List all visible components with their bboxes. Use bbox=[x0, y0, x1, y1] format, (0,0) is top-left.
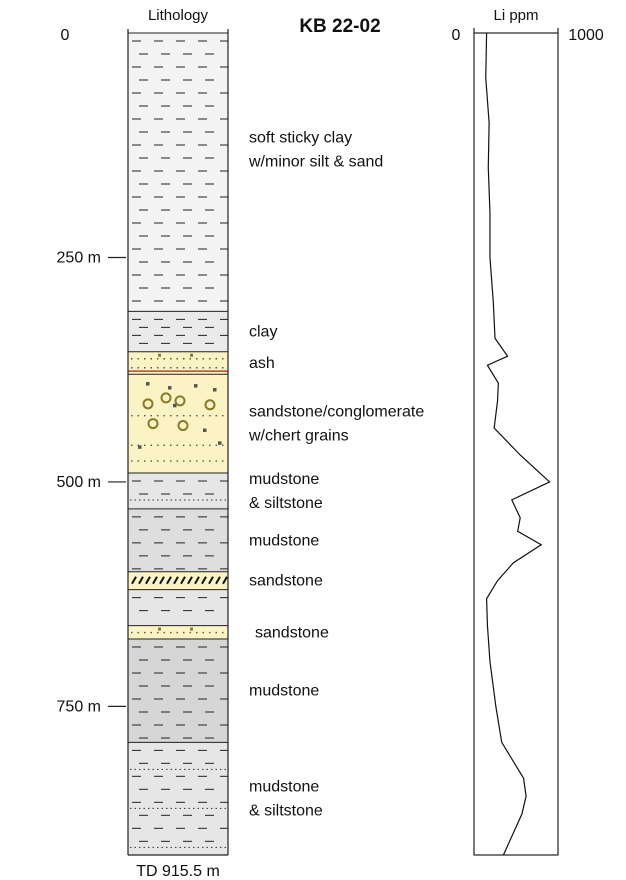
hatch-mark bbox=[166, 576, 172, 585]
unit-pattern-clay bbox=[132, 318, 228, 344]
lithology-column-lines bbox=[127, 29, 229, 856]
unit-label-mudstone-lower: mudstone bbox=[249, 683, 319, 700]
grain-mark bbox=[194, 384, 198, 388]
grain-mark bbox=[213, 388, 217, 392]
grain-mark bbox=[190, 627, 193, 631]
unit-fill-mudstone-thin bbox=[128, 589, 228, 626]
unit-pattern-sandstone-lower bbox=[131, 627, 225, 634]
pebble-mark bbox=[174, 395, 186, 407]
well-title: KB 22-02 bbox=[299, 16, 380, 37]
grain-mark bbox=[218, 441, 222, 445]
unit-label-sandstone-lower: sandstone bbox=[255, 624, 329, 641]
grain-mark bbox=[158, 627, 161, 631]
unit-label-line: & siltstone bbox=[249, 803, 323, 820]
unit-label-mudstone-siltstone-upper: mudstone & siltstone bbox=[249, 471, 323, 512]
unit-fill-soft-sticky-clay bbox=[128, 33, 228, 312]
depth-tick-label: 750 m bbox=[57, 698, 101, 715]
grain-mark bbox=[190, 353, 193, 357]
depth-tick-label: 500 m bbox=[57, 474, 101, 491]
li-axis-min-label: 0 bbox=[452, 27, 461, 44]
unit-pattern-ash bbox=[131, 353, 225, 369]
grain-mark bbox=[138, 445, 142, 449]
hatch-mark bbox=[159, 576, 165, 585]
unit-fill-mudstone-upper bbox=[128, 508, 228, 572]
unit-pattern-sandstone-conglomerate bbox=[131, 382, 225, 462]
pebble-mark bbox=[142, 398, 154, 410]
depth-tick-label: 250 m bbox=[57, 249, 101, 266]
unit-label-mudstone-siltstone-lower: mudstone & siltstone bbox=[249, 779, 323, 820]
pebble-mark bbox=[204, 399, 216, 411]
depth-axis: 0 250 m 500 m 750 m bbox=[57, 27, 126, 715]
unit-fill-mudstone-siltstone-upper bbox=[128, 472, 228, 509]
li-profile-line bbox=[485, 32, 551, 856]
unit-pattern-mudstone-siltstone-lower bbox=[130, 749, 228, 848]
unit-label-line: w/minor silt & sand bbox=[248, 154, 383, 171]
hatch-mark bbox=[222, 576, 228, 585]
hatch-mark bbox=[201, 576, 207, 585]
lithology-patterns bbox=[130, 40, 228, 848]
unit-label-clay: clay bbox=[249, 324, 277, 341]
hatch-mark bbox=[215, 576, 221, 585]
unit-fill-clay bbox=[128, 311, 228, 352]
unit-label-line: sandstone bbox=[249, 573, 323, 590]
unit-label-line: mudstone bbox=[249, 471, 319, 488]
unit-fill-ash bbox=[128, 351, 228, 375]
hatch-mark bbox=[194, 576, 200, 585]
lithology-column-fills bbox=[128, 33, 228, 855]
unit-label-line: & siltstone bbox=[249, 495, 323, 512]
pebble-mark bbox=[177, 420, 189, 432]
unit-label-sandstone-conglomerate: sandstone/conglomerate w/chert grains bbox=[248, 404, 424, 445]
total-depth-label: TD 915.5 m bbox=[136, 863, 220, 880]
unit-label-line: mudstone bbox=[249, 779, 319, 796]
hatch-mark bbox=[131, 576, 137, 585]
unit-label-line: sandstone/conglomerate bbox=[249, 404, 424, 421]
unit-label-mudstone-upper: mudstone bbox=[249, 532, 319, 549]
unit-label-sandstone-upper: sandstone bbox=[249, 573, 323, 590]
hatch-mark bbox=[152, 576, 158, 585]
li-axis-max-label: 1000 bbox=[568, 27, 604, 44]
unit-fill-sandstone-upper bbox=[128, 571, 228, 590]
unit-pattern-mudstone-siltstone-upper bbox=[130, 480, 228, 501]
hatch-mark bbox=[138, 576, 144, 585]
unit-label-line: clay bbox=[249, 324, 277, 341]
pebble-mark bbox=[160, 392, 172, 404]
unit-label-ash: ash bbox=[249, 355, 275, 372]
unit-label-line: w/chert grains bbox=[248, 428, 349, 445]
hatch-mark bbox=[187, 576, 193, 585]
unit-label-line: mudstone bbox=[249, 532, 319, 549]
unit-label-line: soft sticky clay bbox=[249, 130, 352, 147]
hatch-mark bbox=[173, 576, 179, 585]
hatch-mark bbox=[145, 576, 151, 585]
grain-mark bbox=[173, 403, 177, 408]
grain-mark bbox=[158, 353, 161, 357]
grain-mark bbox=[146, 382, 150, 386]
unit-label-line: mudstone bbox=[249, 683, 319, 700]
unit-pattern-sandstone-upper bbox=[131, 576, 228, 585]
unit-labels: soft sticky clay w/minor silt & sand clay a… bbox=[248, 130, 424, 820]
unit-label-line: ash bbox=[249, 355, 275, 372]
unit-label-soft-sticky-clay: soft sticky clay w/minor silt & sand bbox=[248, 130, 383, 171]
grain-mark bbox=[168, 386, 172, 390]
pebble-mark bbox=[147, 418, 159, 430]
hatch-mark bbox=[208, 576, 214, 585]
li-ppm-track bbox=[473, 28, 559, 856]
unit-label-line: sandstone bbox=[255, 624, 329, 641]
unit-pattern-mudstone-thin bbox=[132, 597, 228, 612]
unit-fill-mudstone-siltstone-lower bbox=[128, 742, 228, 855]
hatch-mark bbox=[180, 576, 186, 585]
li-header: Li ppm bbox=[493, 7, 538, 24]
depth-tick-label: 0 bbox=[61, 27, 70, 44]
grain-mark bbox=[203, 428, 207, 433]
unit-fill-mudstone-lower bbox=[128, 639, 228, 743]
lithology-header: Lithology bbox=[148, 7, 209, 24]
li-track-frame bbox=[473, 32, 559, 856]
